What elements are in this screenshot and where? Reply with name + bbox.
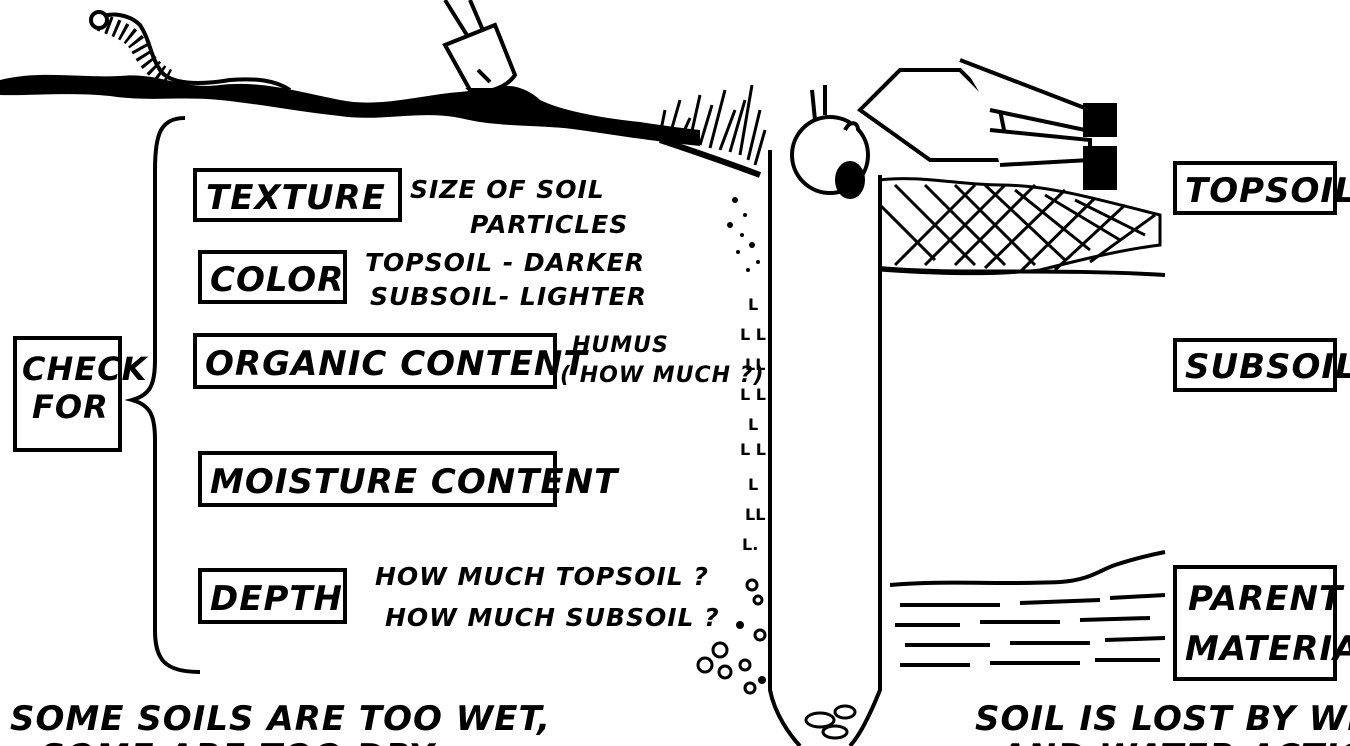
check-for-label-line1: CHECK xyxy=(22,350,149,388)
brace xyxy=(132,118,200,672)
texture-note-line2: PARTICLES xyxy=(470,210,628,239)
depth-note-line1: HOW MUCH TOPSOIL ? xyxy=(375,562,709,591)
right-caption-line2: AND WATER ACTION xyxy=(997,737,1350,746)
svg-text:L L: L L xyxy=(740,385,766,404)
moisture-content-label: MOISTURE CONTENT xyxy=(210,462,620,502)
color-note-line2: SUBSOIL- LIGHTER xyxy=(370,282,647,311)
depth-note-line2: HOW MUCH SUBSOIL ? xyxy=(385,603,720,632)
color-label: COLOR xyxy=(210,260,344,300)
pit-texture: L L L LL L L L L L L LL L. xyxy=(698,197,855,738)
right-caption-line1: SOIL IS LOST BY WIND xyxy=(975,699,1350,739)
svg-text:LL: LL xyxy=(745,505,765,524)
organic-content-label: ORGANIC CONTENT xyxy=(205,344,589,384)
color-note-line1: TOPSOIL - DARKER xyxy=(365,248,645,277)
svg-text:L L: L L xyxy=(740,440,766,459)
organic-note-line1: HUMUS xyxy=(572,333,669,358)
svg-text:L.: L. xyxy=(742,535,758,554)
check-for-label-line2: FOR xyxy=(32,388,109,426)
ground-surface xyxy=(0,75,700,146)
child-figure-icon xyxy=(792,60,1115,197)
topsoil-layer xyxy=(880,179,1165,275)
topsoil-label: TOPSOIL xyxy=(1185,171,1350,211)
parent-material-label-line1: PARENT xyxy=(1188,579,1345,619)
svg-text:L: L xyxy=(748,475,758,494)
svg-text:L: L xyxy=(748,415,758,434)
svg-text:L: L xyxy=(748,295,758,314)
svg-text:L L: L L xyxy=(740,325,766,344)
soil-pit xyxy=(770,150,880,746)
left-caption-line1: SOME SOILS ARE TOO WET, xyxy=(10,699,551,739)
left-caption-line2: SOME ARE TOO DRY xyxy=(40,737,437,746)
subsoil-label: SUBSOIL xyxy=(1185,347,1350,387)
organic-note-line2: ( HOW MUCH ?) xyxy=(560,363,765,388)
svg-text:LL: LL xyxy=(745,355,765,374)
texture-label: TEXTURE xyxy=(206,178,386,218)
depth-label: DEPTH xyxy=(210,579,343,619)
texture-note-line1: SIZE OF SOIL xyxy=(410,175,605,204)
parent-material-label-line2: MATERIAL xyxy=(1185,629,1350,669)
parent-material-layer xyxy=(890,552,1165,665)
